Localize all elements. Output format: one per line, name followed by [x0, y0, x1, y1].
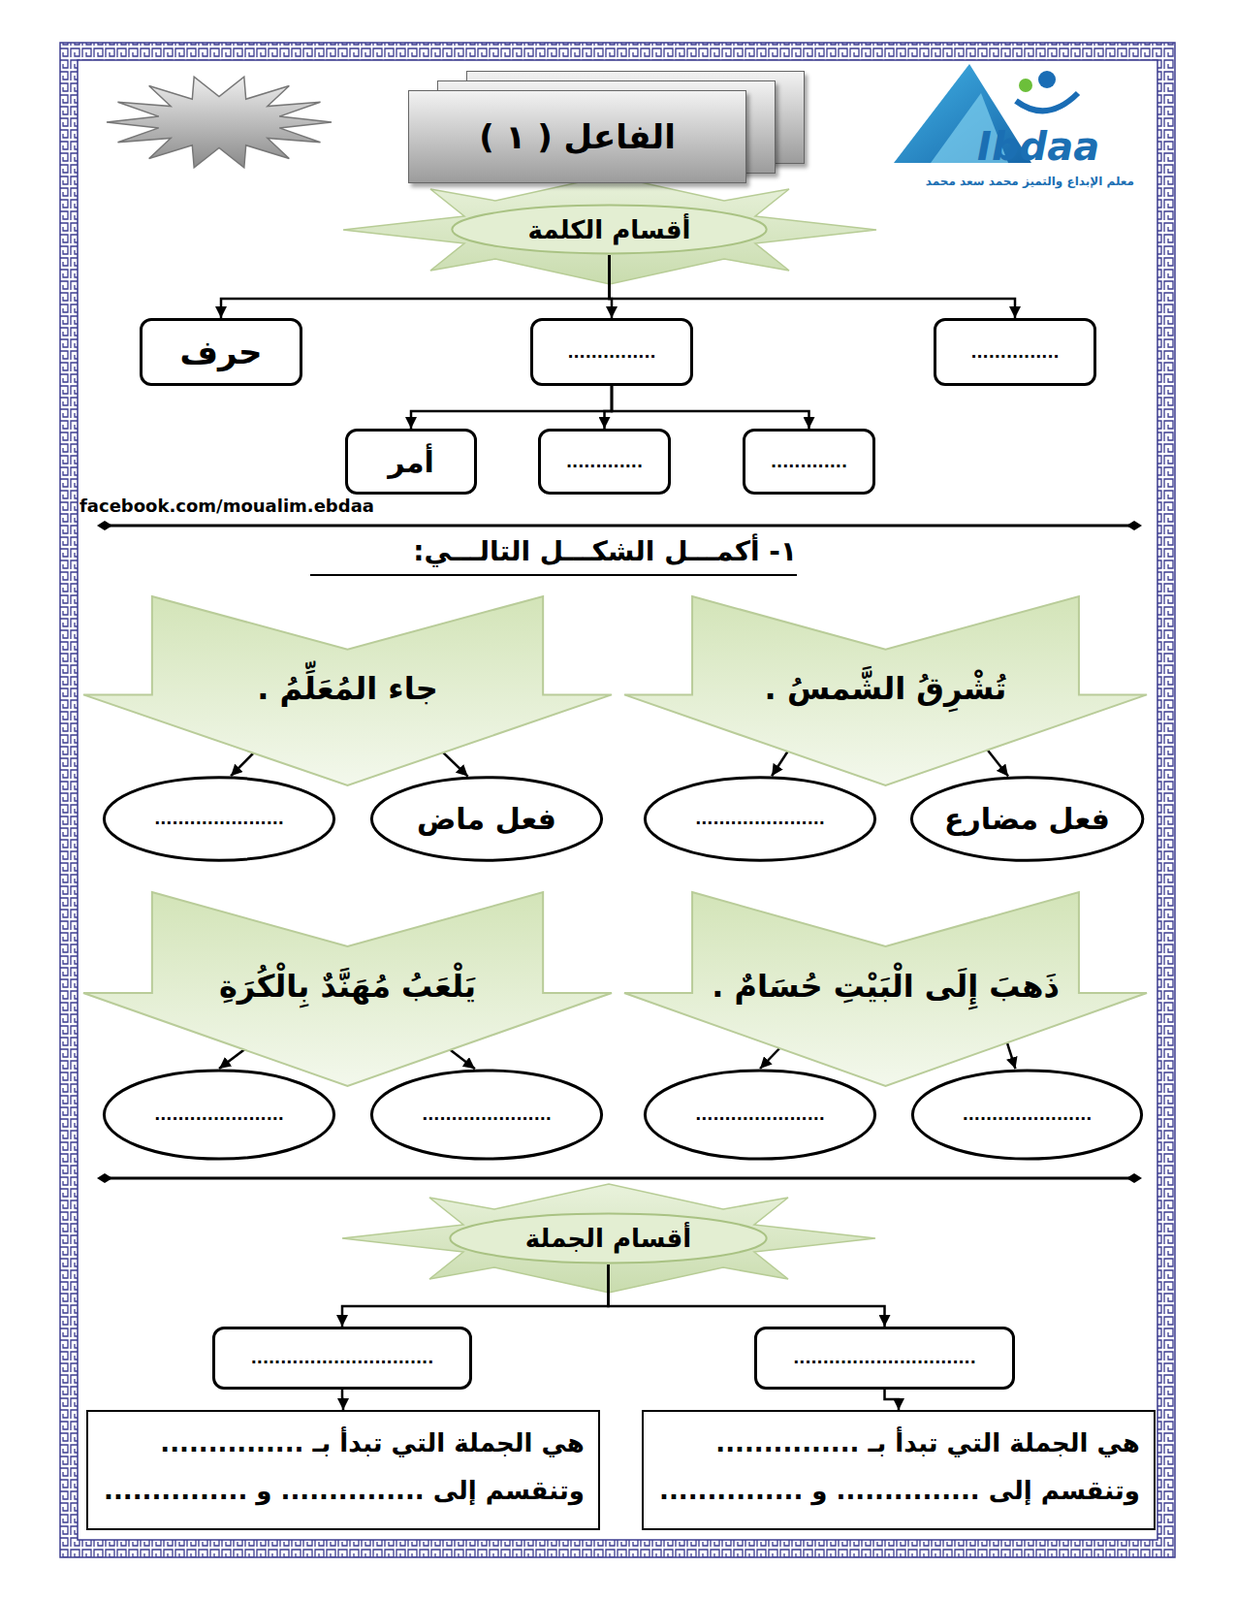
- logo-tagline: معلم الإبداع والتميز محمد سعد محمد: [925, 174, 1135, 189]
- ellipse-shape: [371, 777, 602, 860]
- logo-text: Ibdaa: [977, 124, 1100, 169]
- node-text: ...............: [567, 343, 656, 362]
- page-frame: [60, 42, 1175, 1557]
- answer-box: ...............: [530, 317, 694, 386]
- node-text: وتنقسم إلى ............... و ...........…: [101, 1466, 585, 1515]
- node-text: فعل ماض: [416, 801, 557, 836]
- node-text: ...............................: [792, 1348, 976, 1367]
- chevron-shape: [624, 891, 1147, 1086]
- answer-ellipse: ......................: [101, 1068, 337, 1161]
- ellipse-shape: [371, 1070, 602, 1159]
- answer-ellipse: فعل مضارع: [909, 775, 1145, 862]
- node-text: حرف: [179, 332, 262, 372]
- heading-oval: أقسام الجملة: [446, 1211, 770, 1265]
- definition-box: هي الجملة التي تبدأ بـ ...............وت…: [641, 1409, 1156, 1530]
- oval-shape: [449, 1213, 766, 1264]
- answer-ellipse: فعل ماض: [369, 775, 604, 862]
- node-text: ......................: [154, 1105, 285, 1124]
- starburst: [106, 76, 332, 168]
- exercise-heading: ١- أكمـــل الشكـــل التالـــي:: [412, 535, 797, 568]
- connector: [411, 385, 612, 429]
- ellipse-shape: [644, 1070, 875, 1159]
- node-text: فعل مضارع: [944, 801, 1110, 836]
- node-text: ...............................: [251, 1348, 434, 1367]
- answer-ellipse: ......................: [642, 1068, 878, 1161]
- connector: [885, 1389, 899, 1410]
- ellipse-shape: [912, 1070, 1141, 1159]
- answer-box: أمر: [345, 428, 477, 495]
- connector: [609, 254, 1016, 318]
- connector: [221, 254, 610, 318]
- answer-ellipse: ......................: [369, 1068, 604, 1161]
- node-text: ......................: [695, 1105, 825, 1124]
- sentence-arrow: ذَهبَ إِلَى الْبَيْتِ حُسَامٌ .: [624, 891, 1147, 1086]
- definition-box: هي الجملة التي تبدأ بـ ...............وت…: [86, 1409, 601, 1530]
- divider-end: [1126, 520, 1142, 531]
- node-text: ......................: [421, 1105, 552, 1124]
- worksheet-title: الفاعل ( ١ ): [478, 117, 676, 157]
- node-text: يَلْعَبُ مُهَنَّدٌ بِالْكُرَةِ: [219, 967, 476, 1005]
- connector: [608, 1264, 886, 1327]
- oval-shape: [451, 205, 766, 254]
- node-text: وتنقسم إلى ............... و ...........…: [657, 1466, 1141, 1515]
- node-text: ...............: [970, 343, 1059, 362]
- answer-box: ...............: [933, 317, 1097, 386]
- facebook-link: facebook.com/moualim.ebdaa: [79, 495, 375, 516]
- node-text: هي الجملة التي تبدأ بـ ...............: [657, 1419, 1141, 1467]
- node-text: ذَهبَ إِلَى الْبَيْتِ حُسَامٌ .: [711, 967, 1060, 1005]
- answer-ellipse: ......................: [642, 775, 878, 862]
- chevron-shape: [624, 596, 1147, 786]
- page-frame-outline: [77, 60, 1158, 1540]
- connector: [342, 1264, 609, 1327]
- divider-end: [96, 1172, 113, 1183]
- page-frame-outline: [60, 42, 1175, 1557]
- node-text: .............: [770, 452, 848, 472]
- chevron-shape: [83, 596, 612, 786]
- connector: [611, 385, 810, 429]
- node-text: ......................: [962, 1105, 1093, 1124]
- answer-box: .............: [742, 428, 876, 495]
- logo-figure: [1038, 70, 1056, 89]
- chevron-shape: [83, 891, 612, 1086]
- node-text: .............: [566, 452, 643, 472]
- node-text: تُشْرِقُ الشَّمسُ .: [764, 669, 1008, 707]
- node-text: أمر: [387, 444, 435, 479]
- divider-line: [102, 524, 1137, 528]
- logo-figure: [1018, 78, 1033, 93]
- ellipse-shape: [103, 1070, 334, 1159]
- ellipse-shape: [644, 777, 875, 860]
- node-text: هي الجملة التي تبدأ بـ ...............: [101, 1419, 585, 1467]
- heading-oval: أقسام الكلمة: [448, 203, 770, 255]
- connector: [341, 1389, 345, 1410]
- heading-underline: [310, 573, 797, 576]
- sentence-arrow: يَلْعَبُ مُهَنَّدٌ بِالْكُرَةِ: [83, 891, 612, 1086]
- answer-box: حرف: [139, 317, 303, 386]
- answer-ellipse: ......................: [101, 775, 337, 862]
- sentence-arrow: تُشْرِقُ الشَّمسُ .: [624, 596, 1147, 786]
- answer-box: ...............................: [212, 1326, 473, 1390]
- divider-end: [96, 520, 113, 531]
- title-box: الفاعل ( ١ ): [408, 90, 747, 184]
- node-text: أقسام الكلمة: [528, 215, 692, 245]
- divider-line: [102, 1176, 1137, 1180]
- logo-figure: [1015, 93, 1078, 111]
- answer-box: .............: [538, 428, 671, 495]
- divider-end: [1126, 1172, 1142, 1183]
- answer-box: ...............................: [754, 1326, 1015, 1390]
- sentence-arrow: جاء المُعَلِّمُ .: [83, 596, 612, 786]
- node-text: جاء المُعَلِّمُ .: [256, 669, 439, 707]
- answer-ellipse: ......................: [910, 1068, 1144, 1161]
- ellipse-shape: [911, 777, 1142, 860]
- node-text: أقسام الجملة: [525, 1223, 693, 1253]
- node-text: ......................: [695, 809, 825, 828]
- node-text: ......................: [154, 809, 285, 828]
- ellipse-shape: [103, 777, 334, 860]
